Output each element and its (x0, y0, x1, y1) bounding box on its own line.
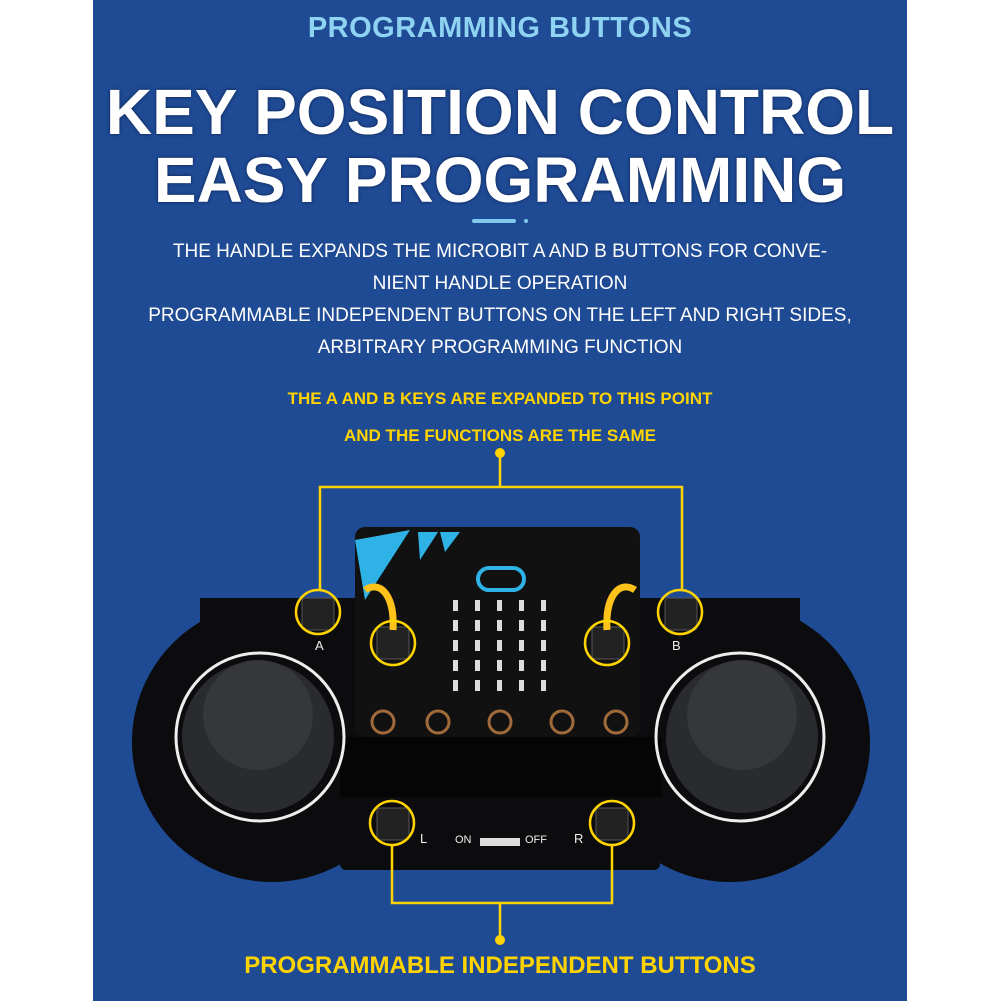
led (541, 660, 546, 671)
led (453, 620, 458, 631)
led (541, 600, 546, 611)
led (453, 660, 458, 671)
led (519, 620, 524, 631)
button-b (664, 597, 698, 631)
led (497, 600, 502, 611)
callout-dot (495, 935, 505, 945)
button-r (595, 807, 629, 841)
label-l: L (420, 831, 427, 846)
led (519, 640, 524, 651)
led (519, 660, 524, 671)
led (475, 600, 480, 611)
description-line: THE HANDLE EXPANDS THE MICROBIT A AND B … (172, 241, 828, 262)
divider (93, 212, 907, 230)
led (519, 680, 524, 691)
label-off: OFF (525, 834, 547, 846)
joystick-left (174, 651, 346, 823)
led (519, 600, 524, 611)
button-a (301, 597, 335, 631)
label-a: A (315, 638, 324, 653)
description-line: ARBITRARY PROGRAMMING FUNCTION (317, 337, 683, 358)
label-b: B (672, 638, 681, 653)
led (475, 680, 480, 691)
microbit-board (355, 527, 640, 737)
label-r: R (574, 831, 583, 846)
led (497, 620, 502, 631)
label-on: ON (455, 834, 472, 846)
led (453, 680, 458, 691)
button-l (376, 807, 410, 841)
led (497, 640, 502, 651)
title-line-1: KEY POSITION CONTROL (105, 76, 895, 148)
led (541, 680, 546, 691)
led (541, 620, 546, 631)
led (541, 640, 546, 651)
led (475, 620, 480, 631)
power-switch (480, 838, 520, 846)
callout-top-line: AND THE FUNCTIONS ARE THE SAME (344, 426, 656, 445)
title-line-2: EASY PROGRAMMING (153, 144, 847, 216)
subtitle: PROGRAMMING BUTTONS (307, 12, 693, 44)
callout-lines (294, 453, 704, 940)
led (475, 660, 480, 671)
callout-bottom: PROGRAMMABLE INDEPENDENT BUTTONS (244, 952, 756, 979)
callout-dot (495, 448, 505, 458)
description-line: PROGRAMMABLE INDEPENDENT BUTTONS ON THE … (148, 305, 852, 326)
callout-top-line: THE A AND B KEYS ARE EXPANDED TO THIS PO… (287, 389, 713, 408)
led (497, 660, 502, 671)
led (497, 680, 502, 691)
led (475, 640, 480, 651)
edge-connector (340, 737, 662, 797)
joystick-right (654, 651, 826, 823)
led (453, 600, 458, 611)
led (453, 640, 458, 651)
description-line: NIENT HANDLE OPERATION (372, 273, 628, 294)
